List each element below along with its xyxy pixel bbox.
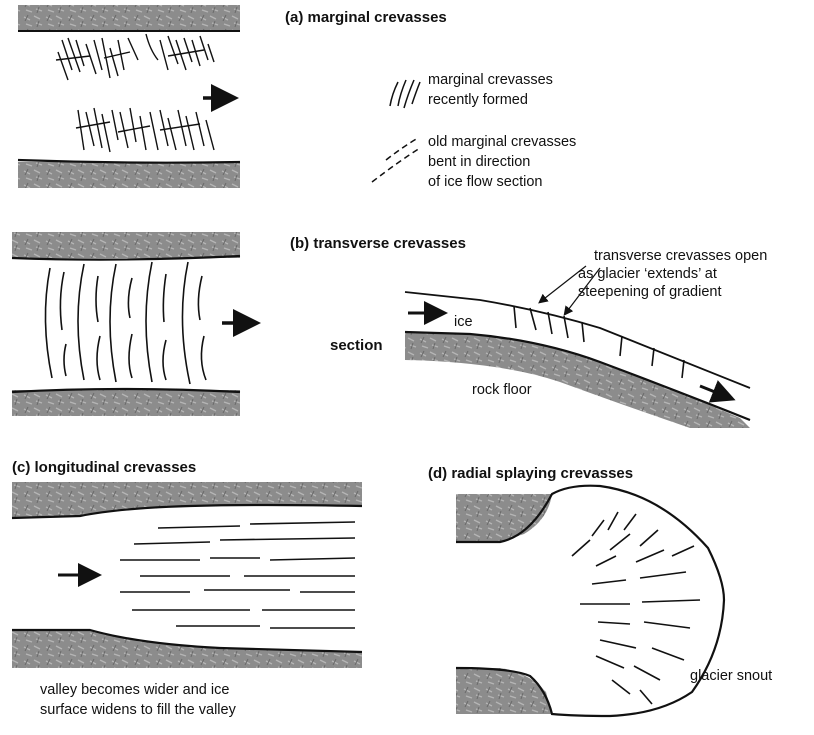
legend-old-line2: bent in direction <box>428 154 530 170</box>
caption-line2: surface widens to fill the valley <box>40 702 237 718</box>
section-flow-arrow <box>700 386 730 398</box>
panel-d: (d) radial splaying crevasses glacier sn… <box>428 465 772 716</box>
legend-old-line1: old marginal crevasses <box>428 134 576 150</box>
radial-crevasses <box>572 512 700 704</box>
legend-recent-line1: marginal crevasses <box>428 72 553 88</box>
longitudinal-crevasses <box>120 522 355 628</box>
valley-wall-bottom <box>456 668 552 714</box>
valley-wall-top <box>12 482 362 518</box>
valley-wall-bottom <box>18 162 240 188</box>
ice-label: ice <box>454 314 473 330</box>
glacier-snout-label: glacier snout <box>690 668 772 684</box>
valley-wall-top <box>12 232 240 258</box>
panel-b-title: (b) transverse crevasses <box>290 235 466 252</box>
panel-b-section: (b) transverse crevasses transverse crev… <box>290 235 767 428</box>
panel-b-plan <box>12 232 254 416</box>
panel-a-title: (a) marginal crevasses <box>285 9 447 26</box>
note-line1: transverse crevasses open <box>594 248 767 264</box>
section-label: section <box>330 337 383 354</box>
old-crevasse-symbol <box>372 138 420 182</box>
legend-recent-line2: recently formed <box>428 92 528 108</box>
panel-d-title: (d) radial splaying crevasses <box>428 465 633 482</box>
valley-wall-top <box>18 5 240 31</box>
note-line2: as glacier ‘extends’ at <box>578 266 717 282</box>
marginal-crevasses-lower <box>76 108 214 152</box>
valley-wall-bottom <box>12 630 362 668</box>
note-line3: steepening of gradient <box>578 284 722 300</box>
panel-c: (c) longitudinal crevasses valley become… <box>12 459 362 718</box>
rock-floor <box>405 332 750 428</box>
legend-old-line3: of ice flow section <box>428 174 542 190</box>
panel-a: (a) marginal crevasses marginal crevasse… <box>18 5 576 190</box>
recent-crevasse-symbol <box>390 80 420 108</box>
marginal-crevasses-upper <box>56 34 214 80</box>
panel-c-title: (c) longitudinal crevasses <box>12 459 196 476</box>
valley-wall-bottom <box>12 390 240 416</box>
rock-floor-label: rock floor <box>472 382 532 398</box>
caption-line1: valley becomes wider and ice <box>40 682 229 698</box>
transverse-crevasses-plan <box>45 262 206 384</box>
